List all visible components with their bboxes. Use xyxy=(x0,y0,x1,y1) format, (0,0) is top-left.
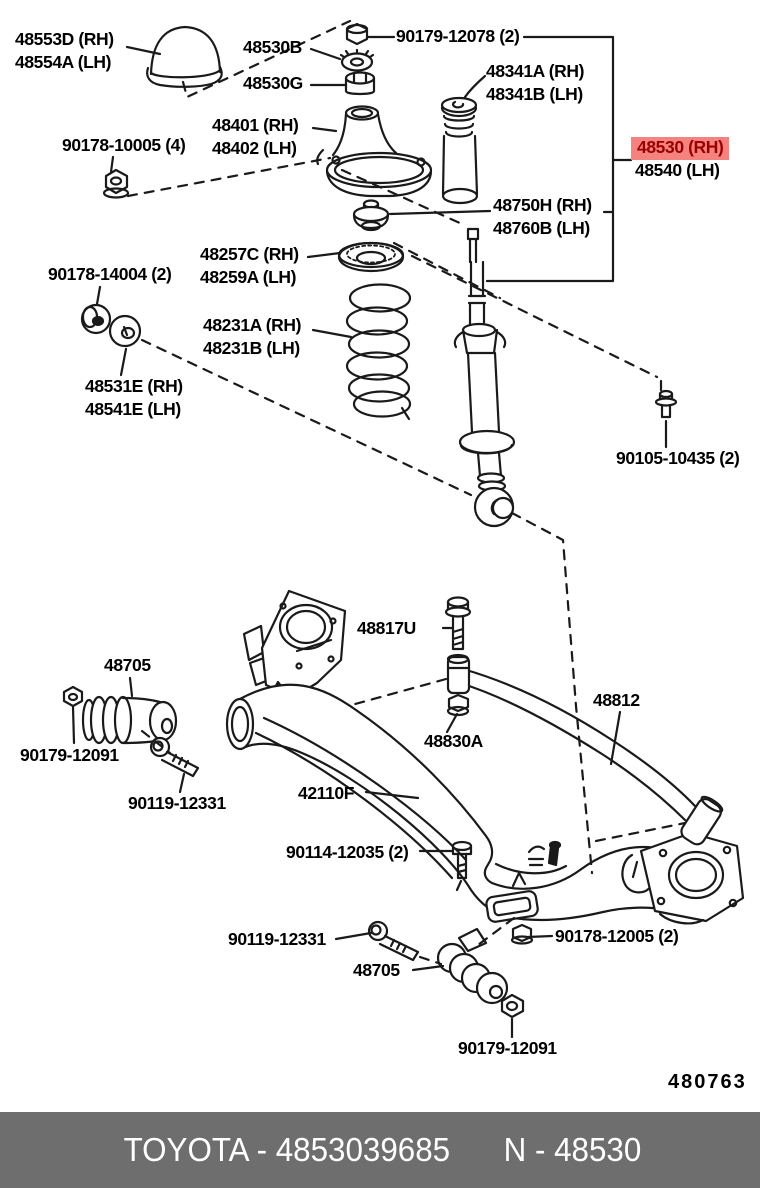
part-label-mount-rh: 48750H (RH) xyxy=(493,195,592,215)
part-label-bolt-48817u: 48817U xyxy=(357,618,416,638)
footer-part-code: TOYOTA - 4853039685 xyxy=(123,1131,450,1168)
strut-support-drawing xyxy=(316,105,433,198)
part-label-link: 48830A xyxy=(424,731,483,751)
part-label-seat-rh: 48257C (RH) xyxy=(200,244,299,264)
part-label-shock-lh: 48540 (LH) xyxy=(635,160,720,180)
part-label-spring-rh: 48231A (RH) xyxy=(203,315,302,335)
part-label-bolt-12035: 90114-12035 (2) xyxy=(286,842,409,862)
part-label-shock-rh-wrap: 48530 (RH) xyxy=(631,137,730,160)
shock-mount-cushion-drawing xyxy=(352,199,390,232)
shock-mount-bracket-drawing xyxy=(485,890,539,923)
front-bushing-drawing xyxy=(81,695,178,745)
part-label-nut-12078: 90179-12078 (2) xyxy=(396,26,520,46)
part-label-nut-12005: 90178-12005 (2) xyxy=(555,926,679,946)
stabilizer-link-drawing xyxy=(446,653,471,717)
rear-bushing-bolt-drawing xyxy=(367,920,420,962)
part-label-cap-rh: 48553D (RH) xyxy=(15,29,114,49)
part-label-support-lh: 48402 (LH) xyxy=(212,138,297,158)
front-bushing-nut-drawing xyxy=(62,685,84,708)
part-label-bolt-14004: 90178-14004 (2) xyxy=(48,264,172,284)
part-label-nut-12091-front: 90179-12091 xyxy=(20,745,119,765)
assembly-reference-lines xyxy=(126,19,687,966)
rear-bushing-nut-drawing xyxy=(500,993,525,1019)
spring-seat-bracket-drawing xyxy=(242,589,347,699)
part-label-bumper-lh: 48341B (LH) xyxy=(486,84,583,104)
footer-bar: TOYOTA - 4853039685 N - 48530 xyxy=(0,1112,760,1188)
part-label-stabilizer: 48812 xyxy=(593,690,640,710)
part-label-support-washer: 48530B xyxy=(243,37,302,57)
figure-number: 480763 xyxy=(668,1071,747,1093)
part-label-cap-lh: 48554A (LH) xyxy=(15,52,112,72)
axle-beam-drawing xyxy=(225,683,702,922)
part-label-beam: 42110F xyxy=(298,783,354,803)
support-nut-drawing xyxy=(345,22,369,46)
shock-lower-bolt-drawing xyxy=(654,389,678,419)
part-label-nut-10005: 90178-10005 (4) xyxy=(62,135,186,155)
bumper-drawing xyxy=(440,96,479,205)
stabilizer-bracket-bolt-drawing xyxy=(444,596,472,651)
beam-mount-bolt-drawing xyxy=(451,840,473,892)
part-label-support-rh: 48401 (RH) xyxy=(212,115,299,135)
stabilizer-bar-drawing xyxy=(450,667,724,846)
part-label-bushing-front: 48705 xyxy=(104,655,151,675)
support-mount-nut-drawing xyxy=(102,168,130,199)
part-label-bushing-rear: 48705 xyxy=(353,960,400,980)
axle-end-flange-drawing xyxy=(639,831,745,925)
rear-bushing-drawing xyxy=(436,927,509,1005)
part-label-washer-rh: 48531E (RH) xyxy=(85,376,183,396)
coil-spring-drawing xyxy=(345,283,412,421)
support-bushing-drawing xyxy=(344,71,376,96)
part-label-spring-lh: 48231B (LH) xyxy=(203,338,300,358)
spring-bolt-washer-drawing xyxy=(80,303,142,348)
shock-absorber-drawing xyxy=(453,227,516,528)
part-label-nut-12091-rear: 90179-12091 xyxy=(458,1038,557,1058)
part-label-bolt-12331-rear: 90119-12331 xyxy=(228,929,326,949)
strut-cap-drawing xyxy=(146,25,223,88)
part-label-shock-rh: 48530 (RH) xyxy=(631,137,730,160)
part-label-mount-lh: 48760B (LH) xyxy=(493,218,590,238)
part-label-bumper-rh: 48341A (RH) xyxy=(486,61,585,81)
leader-lines xyxy=(71,35,668,1039)
flange-nut-drawing xyxy=(510,923,534,945)
part-label-washer-lh: 48541E (LH) xyxy=(85,399,181,419)
part-label-support-bush: 48530G xyxy=(243,73,303,93)
support-washer-drawing xyxy=(339,48,375,72)
spring-seat-drawing xyxy=(337,241,405,273)
part-label-bolt-10435: 90105-10435 (2) xyxy=(616,448,740,468)
part-label-bolt-12331-front: 90119-12331 xyxy=(128,793,226,813)
part-label-seat-lh: 48259A (LH) xyxy=(200,267,297,287)
footer-number-code: N - 48530 xyxy=(503,1131,642,1168)
